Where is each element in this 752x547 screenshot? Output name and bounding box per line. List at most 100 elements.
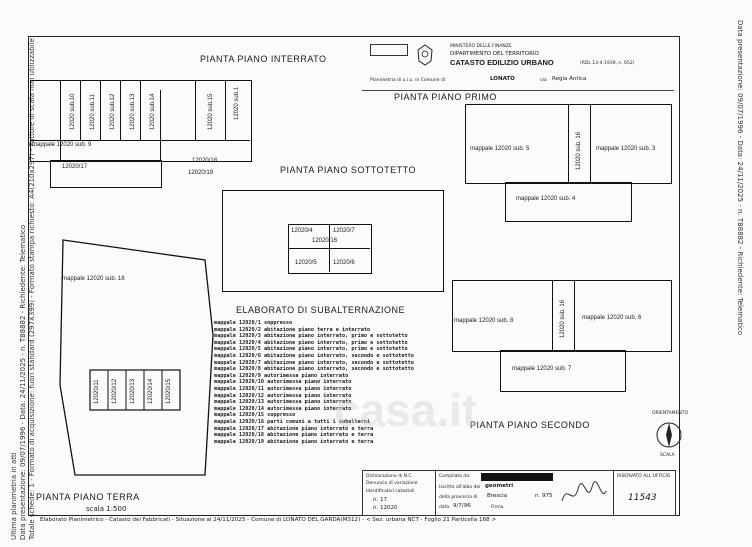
sottotetto-7: 12020/7 [333, 228, 355, 234]
sottotetto-plan [222, 190, 444, 292]
interrato-unit-6: 12020 sub.15 [208, 93, 214, 130]
secondo-sub8: mappale 12020 sub. 8 [454, 318, 514, 324]
foglio-value: n. 17 [373, 497, 387, 503]
subalterno-row: mappale 12020/6 abitazione piano interra… [214, 352, 414, 359]
emblem-icon [416, 44, 434, 66]
dichiarazione-label: Dichiarazione di N.C. [366, 474, 413, 479]
terra-plan [55, 235, 215, 480]
interrato-unit-1: 12020 sub.10 [70, 93, 76, 130]
denuncia-label: Denuncia di variazione [366, 481, 418, 486]
interrato-unit-2: 12020 sub.11 [90, 94, 96, 130]
sottotetto-6: 12020/6 [333, 260, 355, 266]
subalterno-row: mappale 12020/5 abitazione piano interra… [214, 346, 408, 353]
redacted-name [481, 473, 553, 481]
subalterno-row: mappale 12020/18 abitazione piano interr… [214, 432, 374, 439]
interrato-sub19: 12020/19 [188, 170, 214, 176]
via-label: via [540, 78, 547, 83]
provincia-label: della provincia di [439, 495, 478, 500]
terra-sub16: mappale 12020 sub. 16 [62, 276, 125, 282]
footer-info-box: Dichiarazione di N.C. Denuncia di variaz… [362, 470, 676, 516]
subalterno-row: mappale 12020/9 autorimessa piano interr… [214, 372, 349, 379]
terra-unit-12: 12020/12 [112, 378, 118, 404]
iscritto-label: Iscritto all'albo dei [439, 485, 481, 490]
provincia-value: Brescia [487, 493, 508, 499]
compass-icon [654, 420, 684, 450]
primo-sub3: mappale 12020 sub. 3 [596, 146, 656, 152]
subalterno-row: mappale 12020/14 autorimessa piano inter… [214, 405, 352, 412]
header-block: MINISTERO DELLE FINANZE DIPARTIMENTO DEL… [362, 40, 674, 91]
left-margin-text-1: Ultima planimetria in atti [10, 452, 18, 540]
firma-label: Firma [491, 505, 504, 510]
secondo-plan-lower [500, 350, 626, 392]
signature [559, 477, 609, 511]
elaborato-title: ELABORATO DI SUBALTERNAZIONE [236, 305, 406, 315]
scale-text: scala 1:500 [86, 505, 127, 513]
plan-title-sottotetto: PIANTA PIANO SOTTOTETTO [280, 165, 417, 175]
interrato-plan-lower [50, 160, 162, 188]
orientation-label: ORIENTAMENTO [652, 411, 689, 416]
secondo-sub16: 12020 sub. 16 [560, 299, 566, 338]
planimetria-prefix: Planimetria di u.i.u. in Comune di [370, 78, 446, 83]
subalterno-row: mappale 12020/8 abitazione piano interra… [214, 366, 414, 373]
plan-title-secondo: PIANTA PIANO SECONDO [470, 420, 590, 430]
stamp-icon [370, 44, 408, 56]
left-margin-text-2: Data presentazione: 09/07/1996 - Data: 2… [19, 224, 27, 540]
interrato-unit-7: 12020 sub.1 [234, 86, 240, 120]
secondo-sub7: mappale 12020 sub. 7 [512, 366, 572, 372]
subalterno-row: mappale 12020/3 abitazione piano interra… [214, 333, 408, 340]
plan-title-primo: PIANTA PIANO PRIMO [394, 92, 497, 102]
department-text: DIPARTIMENTO DEL TERRITORIO [450, 51, 539, 57]
ufficio-number: 11543 [628, 493, 657, 503]
sottotetto-5: 12020/5 [295, 260, 317, 266]
sottotetto-4: 12020/4 [291, 228, 313, 234]
document-frame [28, 36, 680, 516]
identificativi-label: Identificativi catastali [366, 489, 415, 494]
numero-value: n. 975 [535, 493, 553, 499]
terra-unit-11: 12020/11 [94, 379, 100, 404]
interrato-unit-5: 12020 sub.14 [150, 93, 156, 130]
secondo-plan [452, 280, 672, 352]
watermark: casa.it [334, 384, 478, 436]
ministry-text: MINISTERO DELLE FINANZE [450, 44, 512, 49]
primo-plan-lower [505, 182, 632, 222]
compass-scale-label: SCALA [660, 453, 675, 458]
subalterno-row: mappale 12020/7 abitazione piano interra… [214, 359, 414, 366]
subalterno-row: mappale 12020/19 abitazione piano interr… [214, 438, 374, 445]
subalterno-row: mappale 12020/2 abitazione piano terra e… [214, 326, 371, 333]
interrato-sub9: mappale 12020 sub. 9 [32, 142, 92, 148]
primo-sub4: mappale 12020 sub. 4 [516, 196, 576, 202]
albo-value: geometri [485, 483, 514, 489]
terra-unit-13: 12020/13 [130, 378, 136, 404]
compilata-label: Compilata da: [439, 474, 471, 479]
subalterno-row: mappale 12020/13 autorimessa piano inter… [214, 399, 352, 406]
riservato-label: RISERVATO ALL'UFFICIO [617, 474, 671, 479]
interrato-unit-4: 12020 sub.13 [130, 93, 136, 130]
primo-sub5: mappale 12020 sub. 5 [470, 146, 530, 152]
subalterno-row: mappale 12020/10 autorimessa piano inter… [214, 379, 352, 386]
terra-unit-14: 12020/14 [148, 378, 154, 404]
catasto-title: CATASTO EDILIZIO URBANO [450, 58, 554, 67]
secondo-sub6: mappale 12020 sub. 6 [582, 315, 642, 321]
subalterno-row: mappale 12020/15 soppresso [214, 412, 296, 419]
sottotetto-inner [288, 224, 372, 274]
terra-unit-15: 12020/15 [166, 378, 172, 404]
sottotetto-16: 12020/16 [312, 238, 338, 244]
subalterno-row: mappale 12020/11 autorimessa piano inter… [214, 385, 352, 392]
decree-text: (RDL 13-4-1939, n. 652) [580, 61, 635, 66]
subalterno-row: mappale 12020/4 abitazione piano interra… [214, 339, 408, 346]
comune-value: LONATO [490, 76, 515, 82]
interrato-sub17: 12020/17 [62, 164, 88, 170]
data-label: data [439, 505, 450, 510]
primo-sub16: 12020 sub. 16 [576, 131, 582, 170]
plan-title-terra: PIANTA PIANO TERRA [36, 492, 140, 502]
subalterno-row: mappale 12020/17 abitazione piano interr… [214, 425, 374, 432]
subalterno-row: mappale 12020/1 soppresso [214, 320, 293, 326]
right-margin-text: Data presentazione: 09/07/1996 - Data: 2… [736, 20, 744, 336]
data-value: 9/7/96 [453, 503, 471, 509]
subalterno-row: mappale 12020/16 parti comuni a tutti i … [214, 418, 371, 425]
subalterno-row: mappale 12020/12 autorimessa piano inter… [214, 392, 352, 399]
interrato-plan [30, 80, 252, 162]
via-value: Regia Antica [552, 76, 587, 82]
mappale-value: n. 12020 [373, 505, 398, 511]
